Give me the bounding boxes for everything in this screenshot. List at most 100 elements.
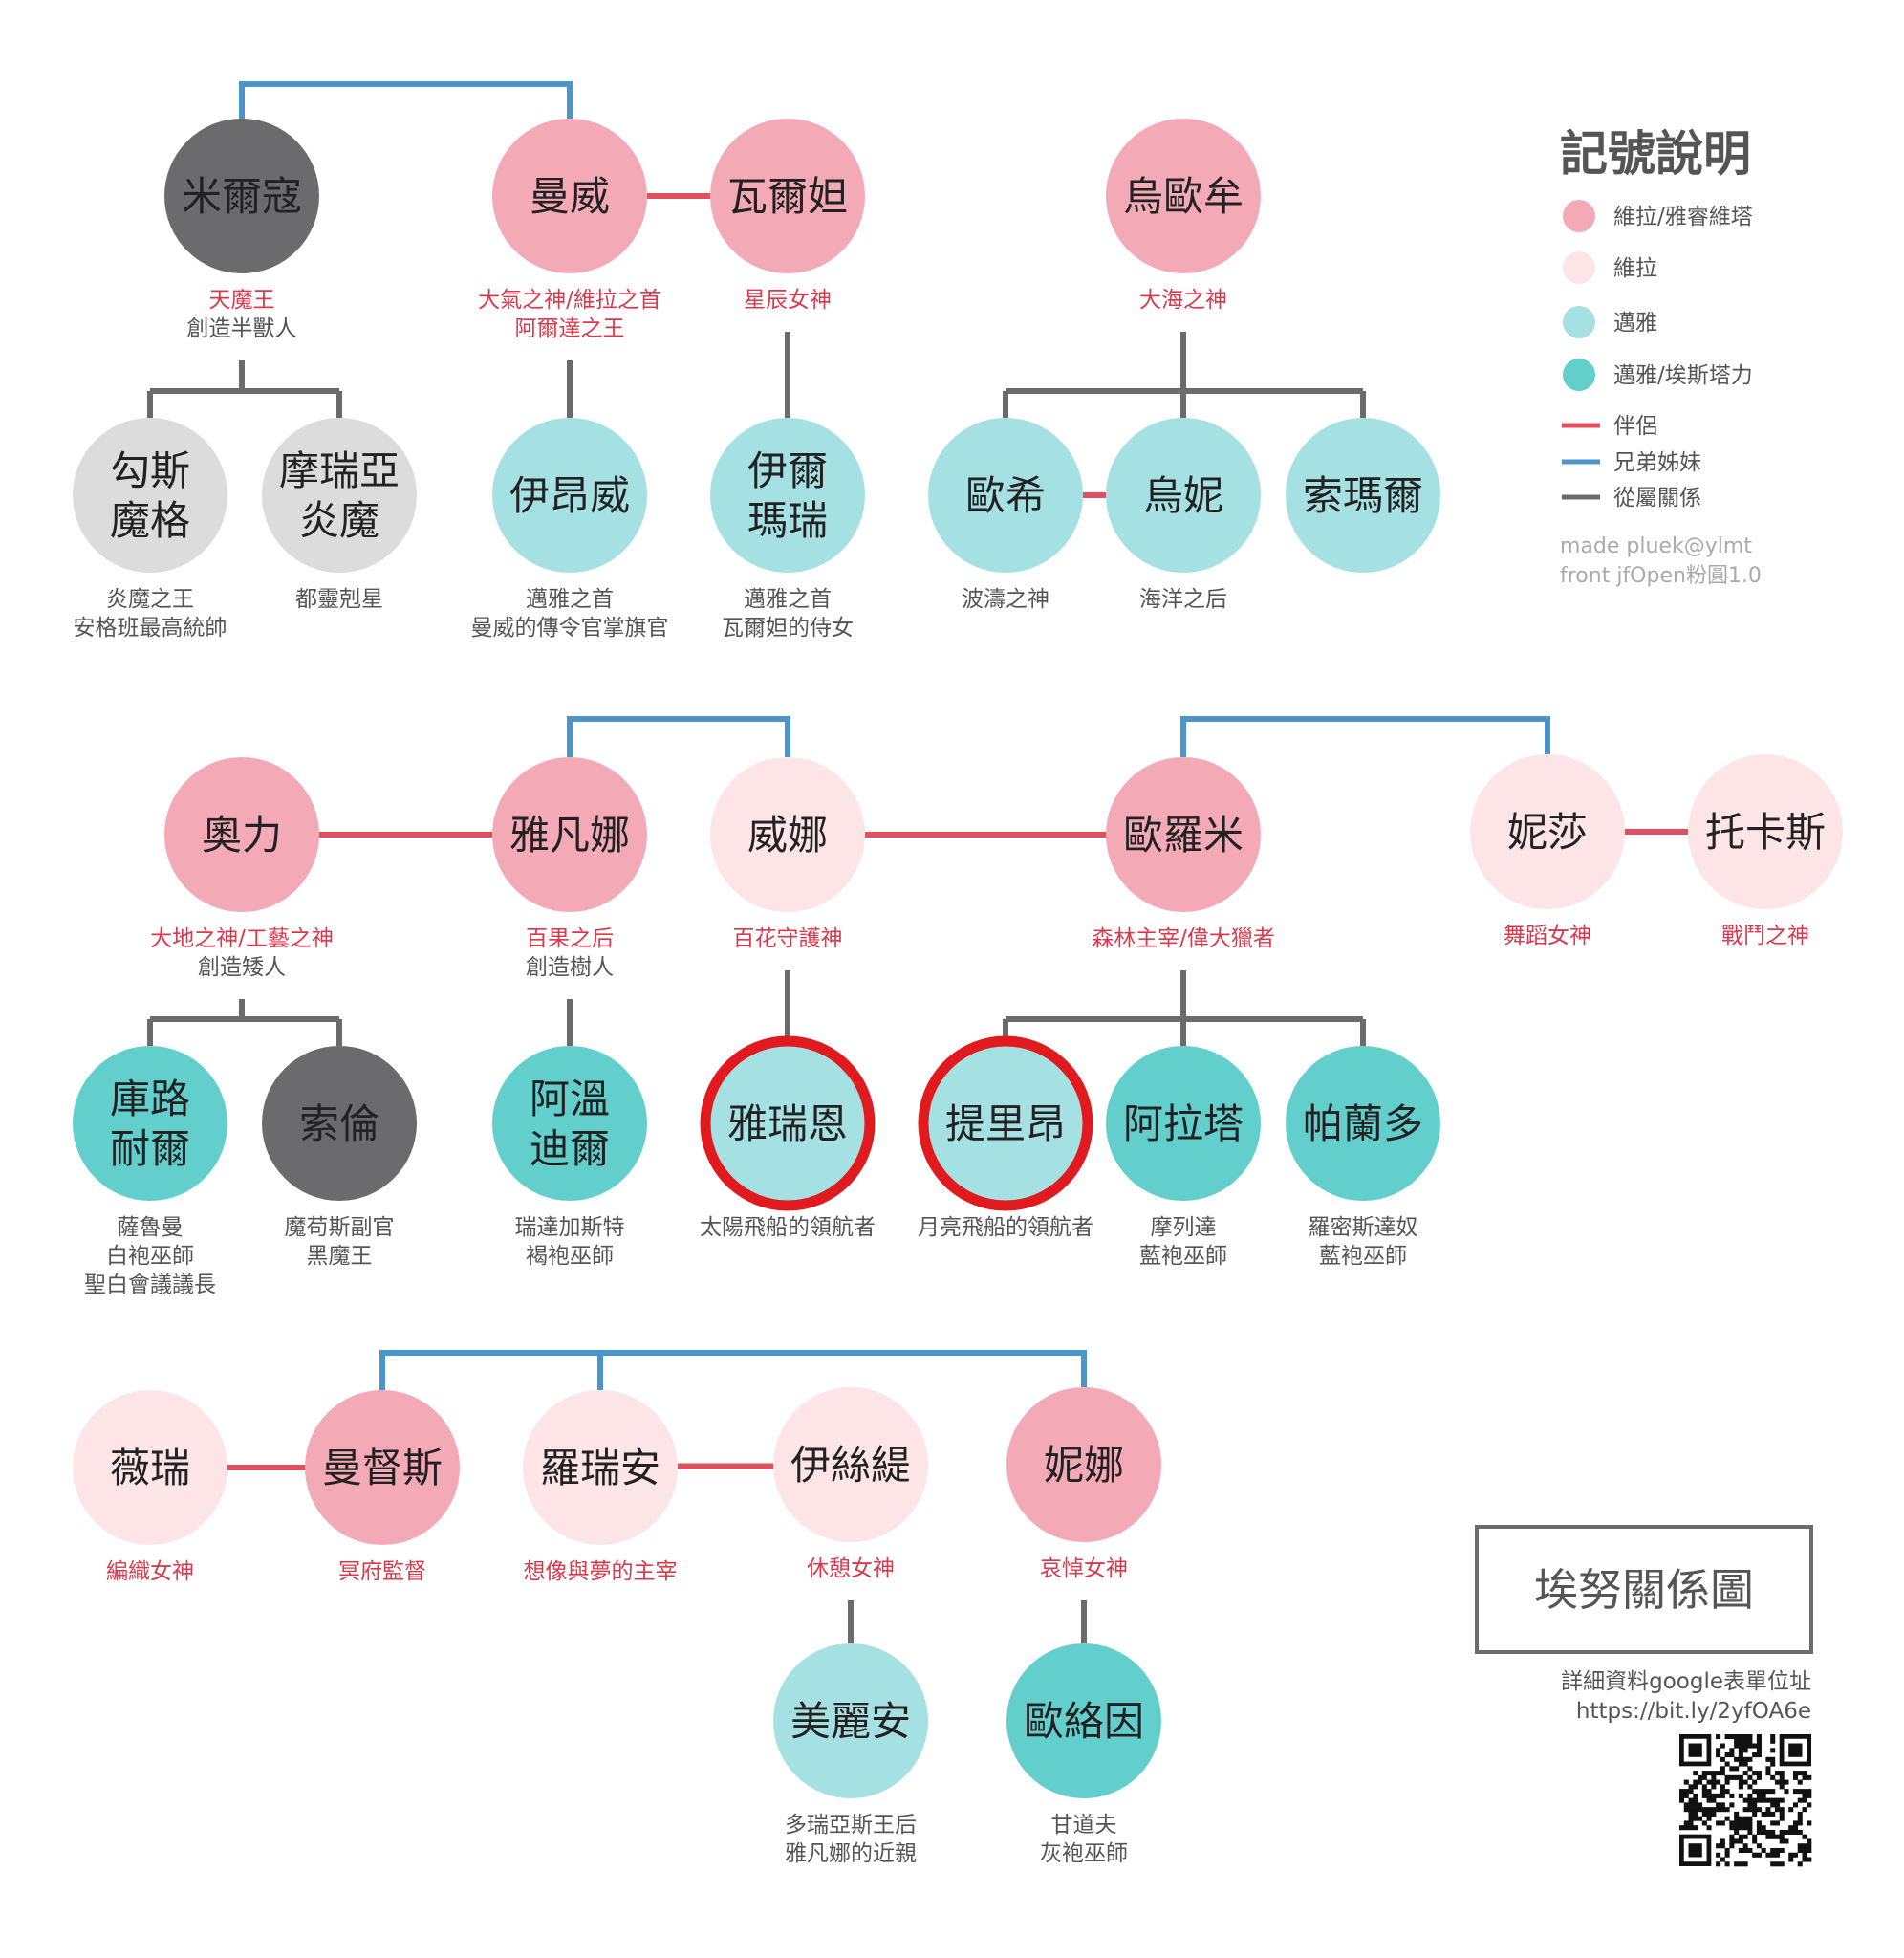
legend-title: 記號說明: [1560, 126, 1751, 182]
node-description: 甘道夫: [1051, 1813, 1117, 1838]
node-description: 褐袍巫師: [526, 1244, 614, 1269]
node-circle-tilion: [928, 1046, 1083, 1201]
credit-made: made pluek@ylmt: [1560, 534, 1752, 558]
node-description: 波濤之神: [962, 587, 1049, 612]
node-title: 編織女神: [106, 1559, 194, 1584]
node-name: 雅瑞恩: [727, 1100, 848, 1147]
node-description: 薩魯曼: [118, 1215, 184, 1240]
node-name: 威娜: [747, 812, 828, 859]
sibling-line-2: [1180, 716, 1550, 757]
legend-swatch: [1563, 200, 1595, 232]
node-description: 曼威的傳令官掌旗官: [471, 616, 669, 641]
node-circle-sauron: [262, 1046, 417, 1201]
node-name: 炎魔: [299, 497, 379, 544]
node-circle-vana: [710, 757, 865, 912]
node-circle-uinen: [1106, 418, 1261, 573]
node-title: 百花守護神: [733, 926, 843, 951]
node-name: 美麗安: [790, 1698, 911, 1745]
node-circle-este: [773, 1387, 928, 1542]
form-label: 詳細資料google表單位址: [1561, 1669, 1811, 1694]
node-circle-tulkas: [1688, 754, 1843, 909]
node-circle-pallando: [1286, 1046, 1440, 1201]
legend-item-6: 從屬關係: [1562, 486, 1701, 511]
legend-label: 邁雅: [1613, 311, 1657, 336]
node-circle-curunir: [73, 1046, 227, 1201]
legend-swatch: [1563, 359, 1595, 391]
node-title: 哀悼女神: [1040, 1556, 1128, 1581]
node-title: 天魔王: [209, 288, 275, 313]
node-circle-ilmare: [710, 418, 865, 573]
node-name: 帕蘭多: [1303, 1100, 1423, 1147]
qr-code-icon[interactable]: [1679, 1734, 1812, 1867]
node-description: 羅密斯達奴: [1309, 1215, 1418, 1240]
node-title: 舞蹈女神: [1504, 924, 1591, 948]
node-name: 魔格: [110, 497, 190, 544]
node-name: 索瑪爾: [1303, 472, 1423, 519]
node-name: 歐羅米: [1123, 812, 1244, 859]
node-name: 托卡斯: [1705, 809, 1826, 856]
sibling-line-3: [379, 1350, 1087, 1390]
node-description: 多瑞亞斯王后: [785, 1813, 917, 1838]
node-name: 羅瑞安: [540, 1445, 660, 1491]
node-name: 伊絲緹: [790, 1442, 911, 1489]
title-box-frame: [1475, 1525, 1813, 1654]
node-description: 灰袍巫師: [1040, 1841, 1128, 1866]
node-circle-osse: [928, 418, 1083, 573]
node-circle-nienna: [1006, 1387, 1161, 1542]
node-circle-arien: [710, 1046, 865, 1201]
node-name: 庫路: [110, 1076, 190, 1122]
node-description: 海洋之后: [1139, 587, 1227, 612]
node-circle-alatar: [1106, 1046, 1261, 1201]
node-name: 瑪瑞: [747, 497, 828, 544]
node-circle-melian: [773, 1643, 928, 1798]
node-salmar: 索瑪爾: [1286, 418, 1440, 573]
node-circle-yavanna: [492, 757, 647, 912]
node-circle-salmar: [1286, 418, 1440, 573]
legend-item-1: 維拉: [1563, 251, 1657, 284]
node-name: 曼威: [530, 173, 610, 220]
node-description: 白袍巫師: [106, 1244, 194, 1269]
node-name: 歐絡因: [1024, 1698, 1144, 1745]
node-circle-gothmog: [73, 418, 227, 573]
sibling-line-0: [239, 81, 573, 119]
node-description: 創造樹人: [526, 955, 614, 980]
node-description: 邁雅之首: [526, 587, 614, 612]
form-url[interactable]: https://bit.ly/2yfOA6e: [1576, 1699, 1811, 1724]
node-name: 瓦爾妲: [727, 173, 848, 220]
node-circle-varda: [710, 119, 865, 273]
sibling-line-1: [567, 716, 790, 757]
node-description: 邁雅之首: [744, 587, 832, 612]
node-title: 阿爾達之王: [515, 316, 625, 341]
legend-item-0: 維拉/雅睿維塔: [1563, 200, 1753, 232]
node-title: 休憩女神: [807, 1556, 895, 1581]
node-name: 烏歐牟: [1123, 173, 1244, 220]
node-circle-vaire: [73, 1390, 227, 1545]
node-title: 大地之神/工藝之神: [150, 926, 334, 951]
node-circle-balrog: [262, 418, 417, 573]
node-name: 索倫: [299, 1100, 379, 1147]
legend-label: 維拉: [1613, 256, 1657, 281]
node-circle-olorin: [1006, 1643, 1161, 1798]
legend-label: 維拉/雅睿維塔: [1613, 205, 1753, 229]
node-title: 想像與夢的主宰: [524, 1559, 678, 1584]
node-circle-lorien: [523, 1390, 678, 1545]
node-title: 星辰女神: [744, 288, 832, 313]
node-description: 安格班最高統帥: [74, 616, 227, 641]
node-circle-manwe: [492, 119, 647, 273]
